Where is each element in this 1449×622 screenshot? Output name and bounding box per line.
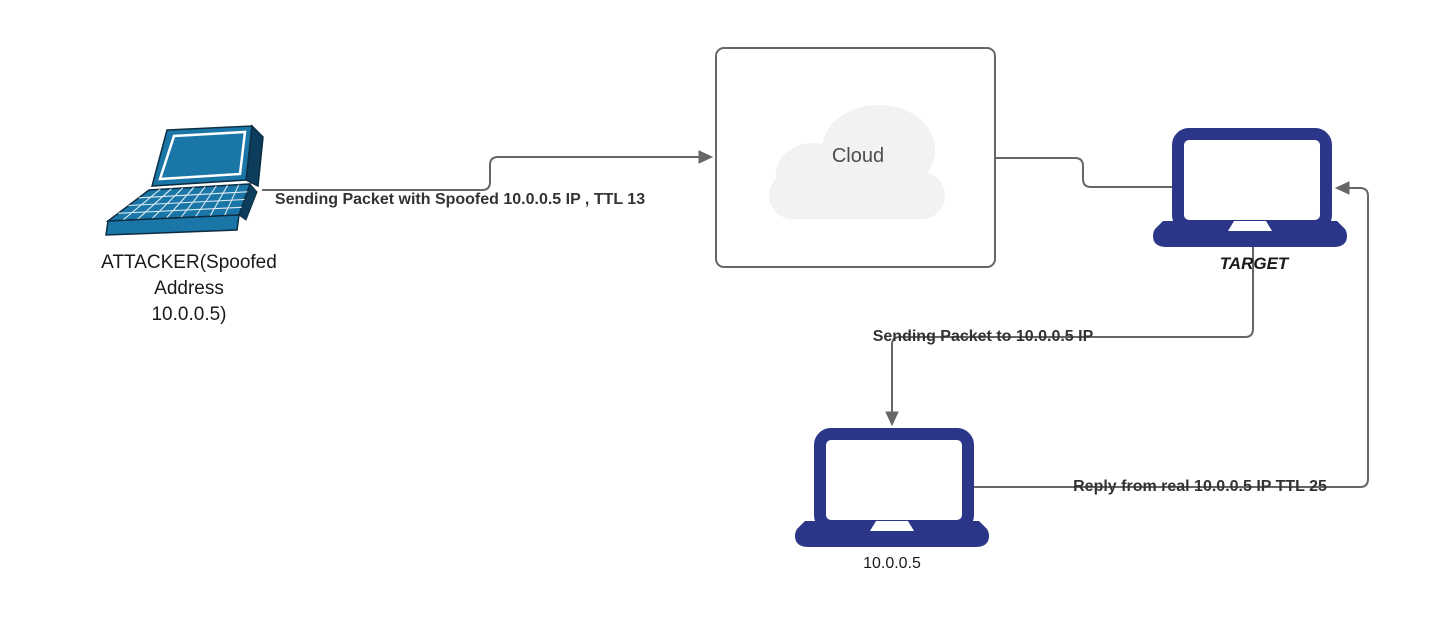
cloud-icon [769, 104, 945, 220]
edge-label-sending-packet: Sending Packet to 10.0.0.5 IP [872, 328, 1094, 345]
real-host-label: 10.0.0.5 [863, 555, 921, 572]
target-label: TARGET [1219, 254, 1289, 273]
arrowhead-left-icon [1334, 181, 1350, 195]
arrowhead-right-icon [698, 150, 714, 164]
edge-label-spoofed-packet: Sending Packet with Spoofed 10.0.0.5 IP … [274, 191, 646, 208]
edge-cloud-to-target [996, 157, 1172, 188]
edge-target-to-realhost [885, 240, 1254, 427]
attacker-label-line3: 10.0.0.5) [151, 304, 227, 325]
edge-attacker-to-cloud [262, 150, 714, 191]
cloud-box: Cloud [715, 47, 996, 268]
target-laptop-icon [1153, 128, 1347, 247]
attacker-label-line2: Address [154, 278, 224, 299]
attacker-label: ATTACKER(Spoofed Address 10.0.0.5) [101, 250, 277, 328]
attacker-laptop-icon [105, 124, 264, 236]
attacker-label-line1: ATTACKER(Spoofed [101, 252, 277, 273]
edge-realhost-to-target [974, 181, 1369, 488]
real-host-laptop-icon [795, 428, 989, 547]
arrowhead-down-icon [885, 411, 899, 427]
edge-label-reply: Reply from real 10.0.0.5 IP TTL 25 [1073, 478, 1327, 495]
cloud-label: Cloud [831, 145, 885, 167]
